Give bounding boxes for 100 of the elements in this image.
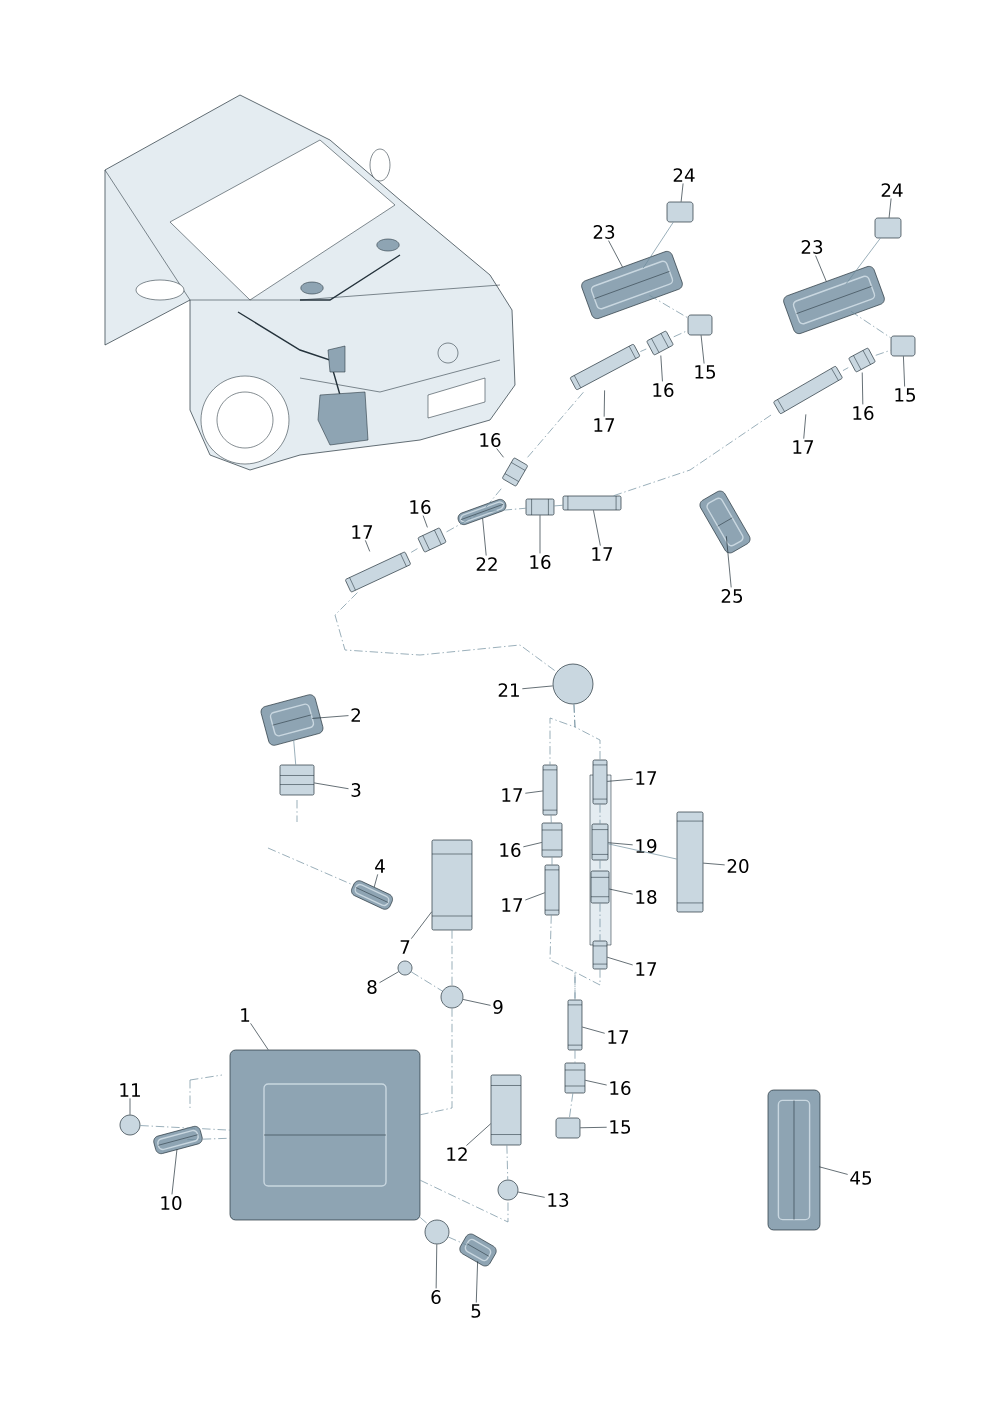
assembly-line	[527, 390, 586, 458]
leader-line	[517, 1191, 546, 1198]
assembly-line	[551, 856, 553, 866]
assembly-line	[553, 504, 564, 507]
assembly-line	[599, 902, 601, 942]
bolt	[153, 1126, 203, 1154]
callout-number: 17	[592, 547, 613, 561]
callout-number: 17	[502, 898, 523, 912]
leader-line	[702, 862, 726, 866]
assembly-line	[446, 514, 477, 533]
assembly-line	[573, 704, 601, 761]
leader-line	[171, 1148, 178, 1195]
assembly-line	[410, 971, 443, 992]
callout-number: 17	[793, 440, 814, 454]
sleeve	[848, 347, 876, 373]
callout-number: 17	[636, 962, 657, 976]
nut	[119, 1114, 141, 1136]
hose	[544, 864, 560, 916]
grommet	[552, 663, 594, 705]
callout-number: 16	[530, 555, 551, 569]
leader-line	[606, 778, 634, 782]
bolt	[351, 880, 393, 910]
callout-number: 25	[721, 589, 743, 603]
hose	[542, 764, 558, 816]
callout-number: 9	[493, 1000, 503, 1014]
assembly-line	[599, 803, 601, 825]
leader-line	[579, 1126, 608, 1129]
leader-line	[861, 372, 864, 405]
leader-line	[524, 892, 546, 901]
callout-number: 16	[653, 383, 674, 397]
leader-line	[466, 1123, 492, 1146]
leader-line	[584, 1079, 608, 1086]
pin	[397, 960, 413, 976]
callout-number: 22	[476, 557, 497, 571]
assembly-line	[642, 221, 674, 269]
assembly-line	[845, 237, 881, 285]
leader-line	[250, 1023, 269, 1051]
sensor	[459, 1233, 497, 1267]
leader-line	[379, 971, 399, 984]
callout-number: 10	[161, 1196, 182, 1210]
callout-number: 6	[431, 1290, 441, 1304]
check-valve	[590, 870, 610, 904]
callout-number: 15	[610, 1120, 631, 1134]
hose	[567, 999, 583, 1051]
callout-number: 17	[594, 418, 615, 432]
callout-number: 16	[500, 843, 521, 857]
sleeve	[502, 457, 528, 487]
connector	[890, 335, 916, 357]
callout-number: 8	[367, 980, 377, 994]
callout-number: 13	[548, 1193, 569, 1207]
nozzle	[581, 251, 683, 319]
assembly-line	[140, 1125, 231, 1131]
assembly-line	[334, 592, 557, 673]
tank	[229, 1049, 421, 1221]
leader-line	[608, 240, 623, 268]
assembly-line	[419, 1217, 429, 1225]
callout-number: 17	[502, 788, 523, 802]
leader-line	[435, 1244, 438, 1289]
leader-line	[700, 334, 705, 364]
seal	[424, 1219, 450, 1245]
callout-number: 24	[881, 183, 903, 197]
callout-number: 4	[375, 859, 385, 873]
sleeve	[417, 527, 447, 553]
leader-line	[373, 874, 379, 888]
callout-number: 16	[853, 406, 874, 420]
assembly-line	[607, 843, 678, 860]
assembly-line	[574, 1049, 576, 1064]
leader-line	[475, 1260, 478, 1303]
callout-number: 24	[673, 168, 695, 182]
leader-line	[903, 355, 905, 387]
callout-number: 3	[351, 783, 361, 797]
protective-sleeve	[676, 811, 704, 913]
assembly-line	[649, 294, 689, 319]
leader-line	[680, 183, 684, 203]
strainer	[279, 764, 315, 796]
leader-line	[539, 514, 541, 554]
assembly-line	[550, 814, 552, 824]
callout-number: 23	[801, 240, 823, 254]
leader-line	[365, 540, 371, 552]
sleeve	[646, 330, 674, 356]
callout-number: 11	[120, 1083, 140, 1097]
callout-number: 15	[895, 388, 916, 402]
assembly-line	[640, 348, 647, 352]
assembly-line	[613, 413, 774, 497]
filler-cap	[260, 694, 324, 746]
assembly-line	[875, 349, 892, 356]
leader-line	[819, 1166, 849, 1175]
hose	[592, 940, 608, 970]
callout-number: 7	[400, 940, 410, 954]
assembly-line	[673, 330, 689, 338]
leader-line	[129, 1098, 131, 1115]
assembly-line	[574, 968, 601, 1001]
leader-line	[521, 685, 554, 690]
assembly-line	[419, 1008, 453, 1116]
leader-line	[522, 842, 543, 848]
assembly-line	[850, 310, 892, 339]
leader-line	[608, 888, 634, 895]
connector	[666, 201, 694, 223]
assembly-line	[506, 1144, 509, 1180]
leader-line	[581, 1026, 606, 1034]
